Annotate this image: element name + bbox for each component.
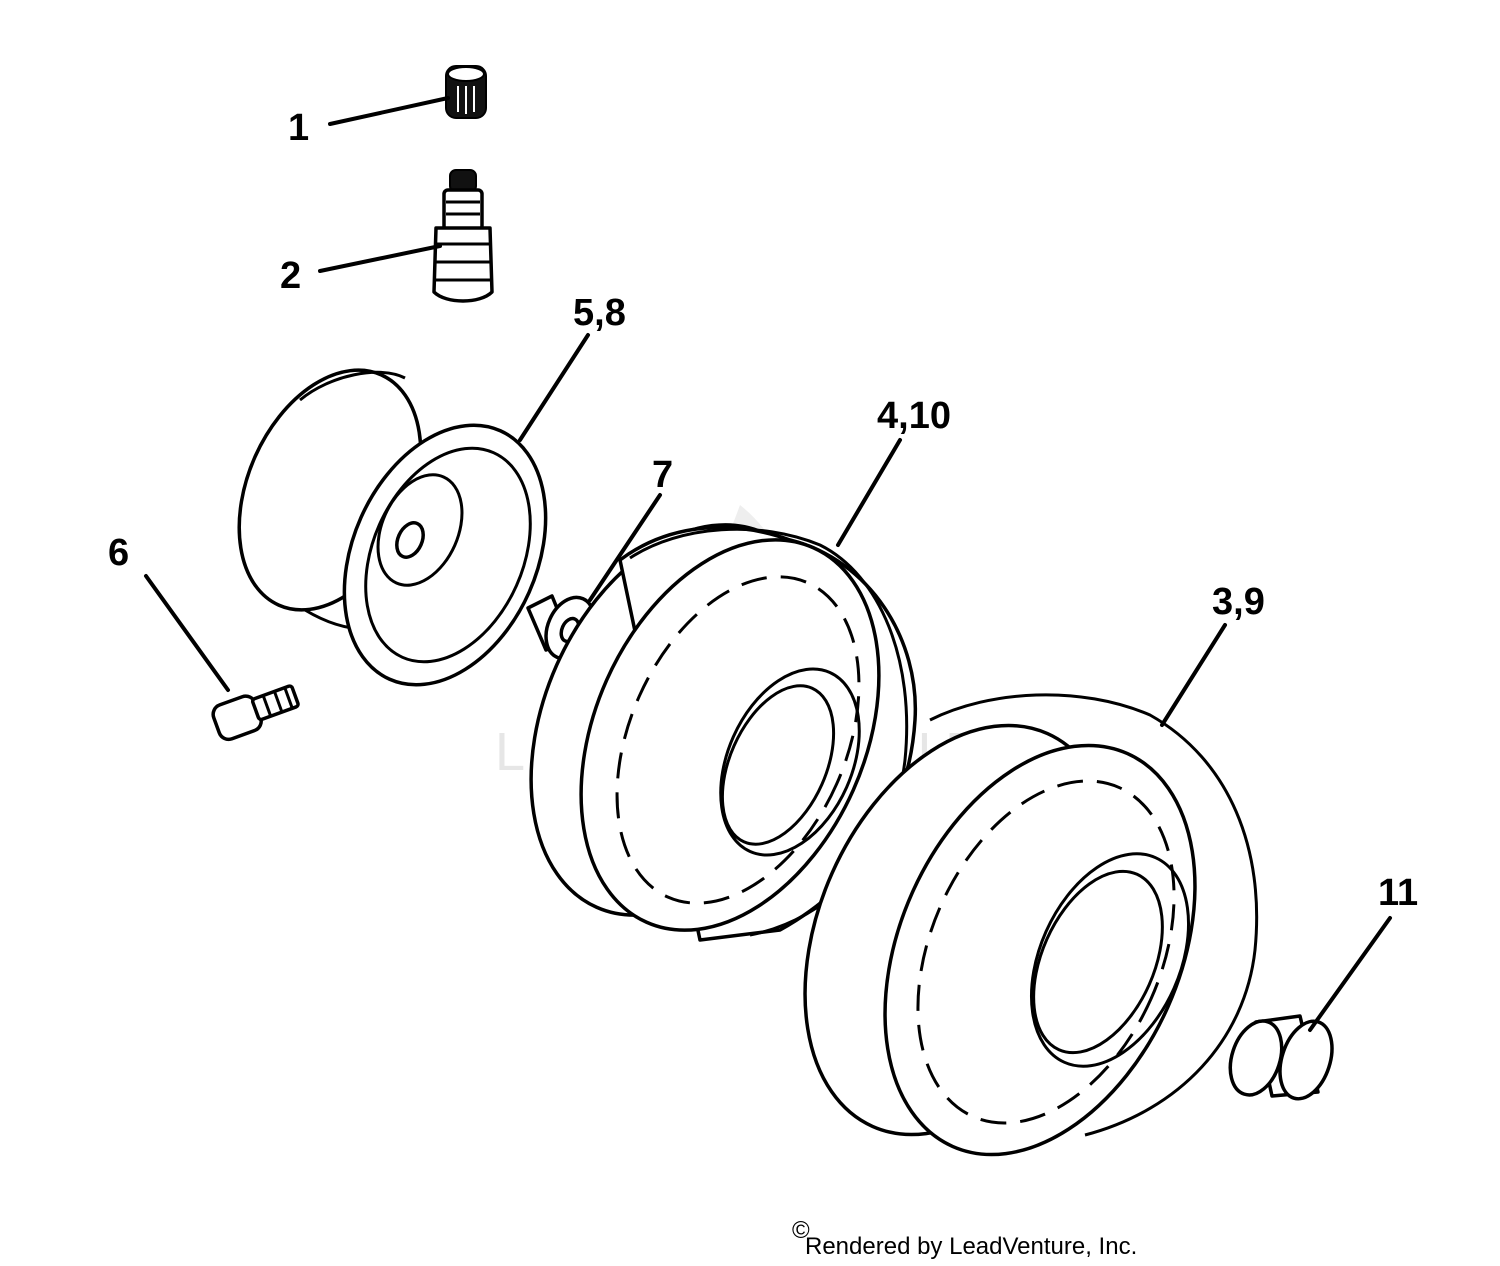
leader-2 — [318, 244, 442, 273]
part-4-10-tire — [529, 523, 918, 942]
leader-1 — [328, 96, 450, 126]
part-11-hub-cap — [1228, 1014, 1334, 1101]
callout-3-9: 3,9 — [1212, 581, 1265, 623]
credit-text: Rendered by LeadVenture, Inc. — [805, 1233, 1137, 1260]
callout-1: 1 — [288, 107, 309, 149]
part-2-valve-stem — [432, 169, 494, 303]
leader-11 — [1308, 916, 1392, 1032]
callout-6: 6 — [108, 532, 129, 574]
callout-7: 7 — [652, 454, 673, 496]
leader-7 — [588, 493, 662, 602]
leader-6 — [144, 574, 230, 692]
leader-5-8 — [518, 333, 590, 442]
callout-5-8: 5,8 — [573, 292, 626, 334]
part-3-9-tire — [803, 693, 1259, 1157]
callout-2: 2 — [280, 255, 301, 297]
callout-11: 11 — [1378, 872, 1418, 914]
leader-4-10 — [836, 438, 902, 547]
credit-mark: © — [792, 1217, 810, 1244]
part-1-valve-cap — [445, 65, 487, 119]
part-7-bushing — [526, 594, 596, 661]
part-6-lug-bolt — [211, 684, 300, 742]
part-5-8-wheel-rim — [237, 368, 548, 687]
callout-4-10: 4,10 — [877, 395, 951, 437]
leader-3-9 — [1160, 623, 1227, 727]
